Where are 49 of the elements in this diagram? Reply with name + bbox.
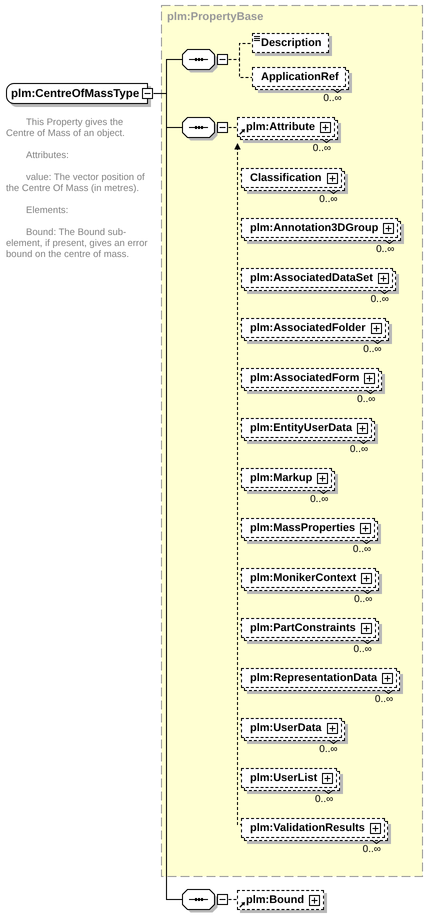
multiplicity-label: 0..∞ [323, 93, 342, 105]
multiplicity-label: 0..∞ [350, 444, 368, 456]
element-name: plm:AssociatedDataSet [250, 272, 373, 284]
compositor-symbol [182, 889, 228, 913]
multiplicity-label: 0..∞ [357, 394, 376, 406]
multiplicity-label: 0..∞ [363, 344, 382, 356]
multiplicity-label: 0..∞ [352, 544, 372, 556]
element-name: plm:UserList [250, 772, 318, 784]
multiplicity-label: 0..∞ [319, 744, 338, 756]
multiplicity-label: 0..∞ [362, 844, 381, 856]
annotation-text: This Property gives the Centre of Mass of an object. [6, 117, 126, 139]
element-name: plm:ValidationResults [250, 822, 365, 834]
multiplicity-label: 0..∞ [354, 594, 372, 606]
element-name: ApplicationRef [261, 70, 339, 84]
element-name: plm:Markup [250, 472, 312, 484]
element-name: plm:Annotation3DGroup [250, 222, 378, 234]
compositor-symbol [182, 49, 228, 73]
multiplicity-label: 0..∞ [374, 694, 394, 706]
multiplicity-label: 0..∞ [312, 143, 332, 155]
element-name: plm:UserData [250, 722, 322, 734]
dashed-line [228, 127, 238, 128]
element-name: plm:MonikerContext [250, 572, 356, 584]
annotation-text: Elements: [25, 205, 70, 216]
element-name: plm:AssociatedFolder [250, 322, 366, 334]
dashed-line [228, 899, 238, 900]
element-name: plm:CentreOfMassType [11, 86, 140, 100]
group-box [161, 5, 423, 877]
multiplicity-label: 0..∞ [354, 644, 372, 656]
multiplicity-label: 0..∞ [376, 244, 394, 256]
element-name: plm:MassProperties [250, 522, 356, 534]
element-name: Classification [250, 172, 322, 184]
group-title: plm:PropertyBase [167, 11, 264, 24]
element-name: plm:EntityUserData [250, 422, 352, 434]
element-name: plm:RepresentationData [250, 672, 378, 684]
annotation-text: value: The vector position of the Centre Of Mass (in metres). [6, 172, 146, 194]
element-name: plm:Bound [246, 894, 304, 906]
element-name: plm:Attribute [246, 120, 316, 134]
element-box [6, 83, 154, 107]
multiplicity-label: 0..∞ [370, 294, 389, 306]
annotation-text: Bound: The Bound sub-element, if present, gives an error bound on the centre of mass. [6, 227, 149, 260]
dashed-line [228, 59, 253, 78]
multiplicity-label: 0..∞ [315, 794, 334, 806]
multiplicity-label: 0..∞ [310, 494, 328, 506]
element-name: Description [261, 36, 322, 50]
element-name: plm:PartConstraints [250, 622, 356, 634]
multiplicity-label: 0..∞ [319, 194, 338, 206]
annotation-text: Attributes: [25, 150, 70, 161]
compositor-symbol [182, 117, 228, 141]
element-name: plm:AssociatedForm [250, 372, 360, 384]
